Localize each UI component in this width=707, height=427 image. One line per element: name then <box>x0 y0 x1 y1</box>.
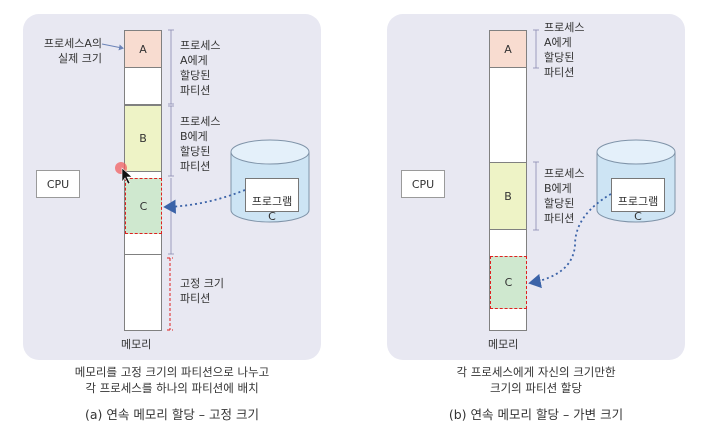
cpu-label: CPU <box>411 177 435 191</box>
partition-c: C <box>490 256 527 309</box>
cpu-box: CPU <box>36 170 80 198</box>
caption-a: 메모리를 고정 크기의 파티션으로 나누고 각 프로세스를 하나의 파티션에 배… <box>74 365 270 395</box>
partition-a-label: A <box>139 42 147 56</box>
memory-label: 메모리 <box>121 338 152 351</box>
subtitle-b: (b) 연속 메모리 할당 – 가변 크기 <box>448 407 624 422</box>
partition-a-label: A <box>504 42 512 56</box>
alloc-a-label: 프로세스 A에게 할당된 파티션 <box>544 21 585 79</box>
subtitle-a: (a) 연속 메모리 할당 – 고정 크기 <box>84 407 259 422</box>
caption-b: 각 프로세스에게 자신의 크기만한 크기의 파티션 할당 <box>456 365 616 395</box>
fixed-size-label: 고정 크기 파티션 <box>180 277 224 305</box>
alloc-a-label: 프로세스 A에게 할당된 파티션 <box>180 39 221 97</box>
partition-a: A <box>124 30 162 68</box>
partition-b: B <box>489 162 527 230</box>
partition-a-free <box>124 68 162 105</box>
program-c-label: 프로그램 C <box>617 195 659 223</box>
partition-c-label: C <box>139 199 148 213</box>
alloc-b-label: 프로세스 B에게 할당된 파티션 <box>544 167 585 225</box>
cpu-label: CPU <box>46 177 70 191</box>
partition-divider <box>124 254 162 255</box>
partition-b-label: B <box>139 132 147 145</box>
partition-a: A <box>489 30 527 68</box>
partition-b-label: B <box>504 189 512 203</box>
partition-b: B <box>124 105 162 172</box>
partition-c: C <box>125 178 162 234</box>
alloc-b-label: 프로세스 B에게 할당된 파티션 <box>180 115 221 173</box>
memory-label: 메모리 <box>488 338 519 351</box>
program-c-box: 프로그램 C <box>245 178 299 223</box>
program-c-box: 프로그램 C <box>611 178 665 223</box>
program-c-label: 프로그램 C <box>251 195 293 223</box>
cpu-box: CPU <box>401 170 445 198</box>
actual-size-label: 프로세스A의 실제 크기 <box>43 37 102 65</box>
partition-c-label: C <box>504 276 513 289</box>
